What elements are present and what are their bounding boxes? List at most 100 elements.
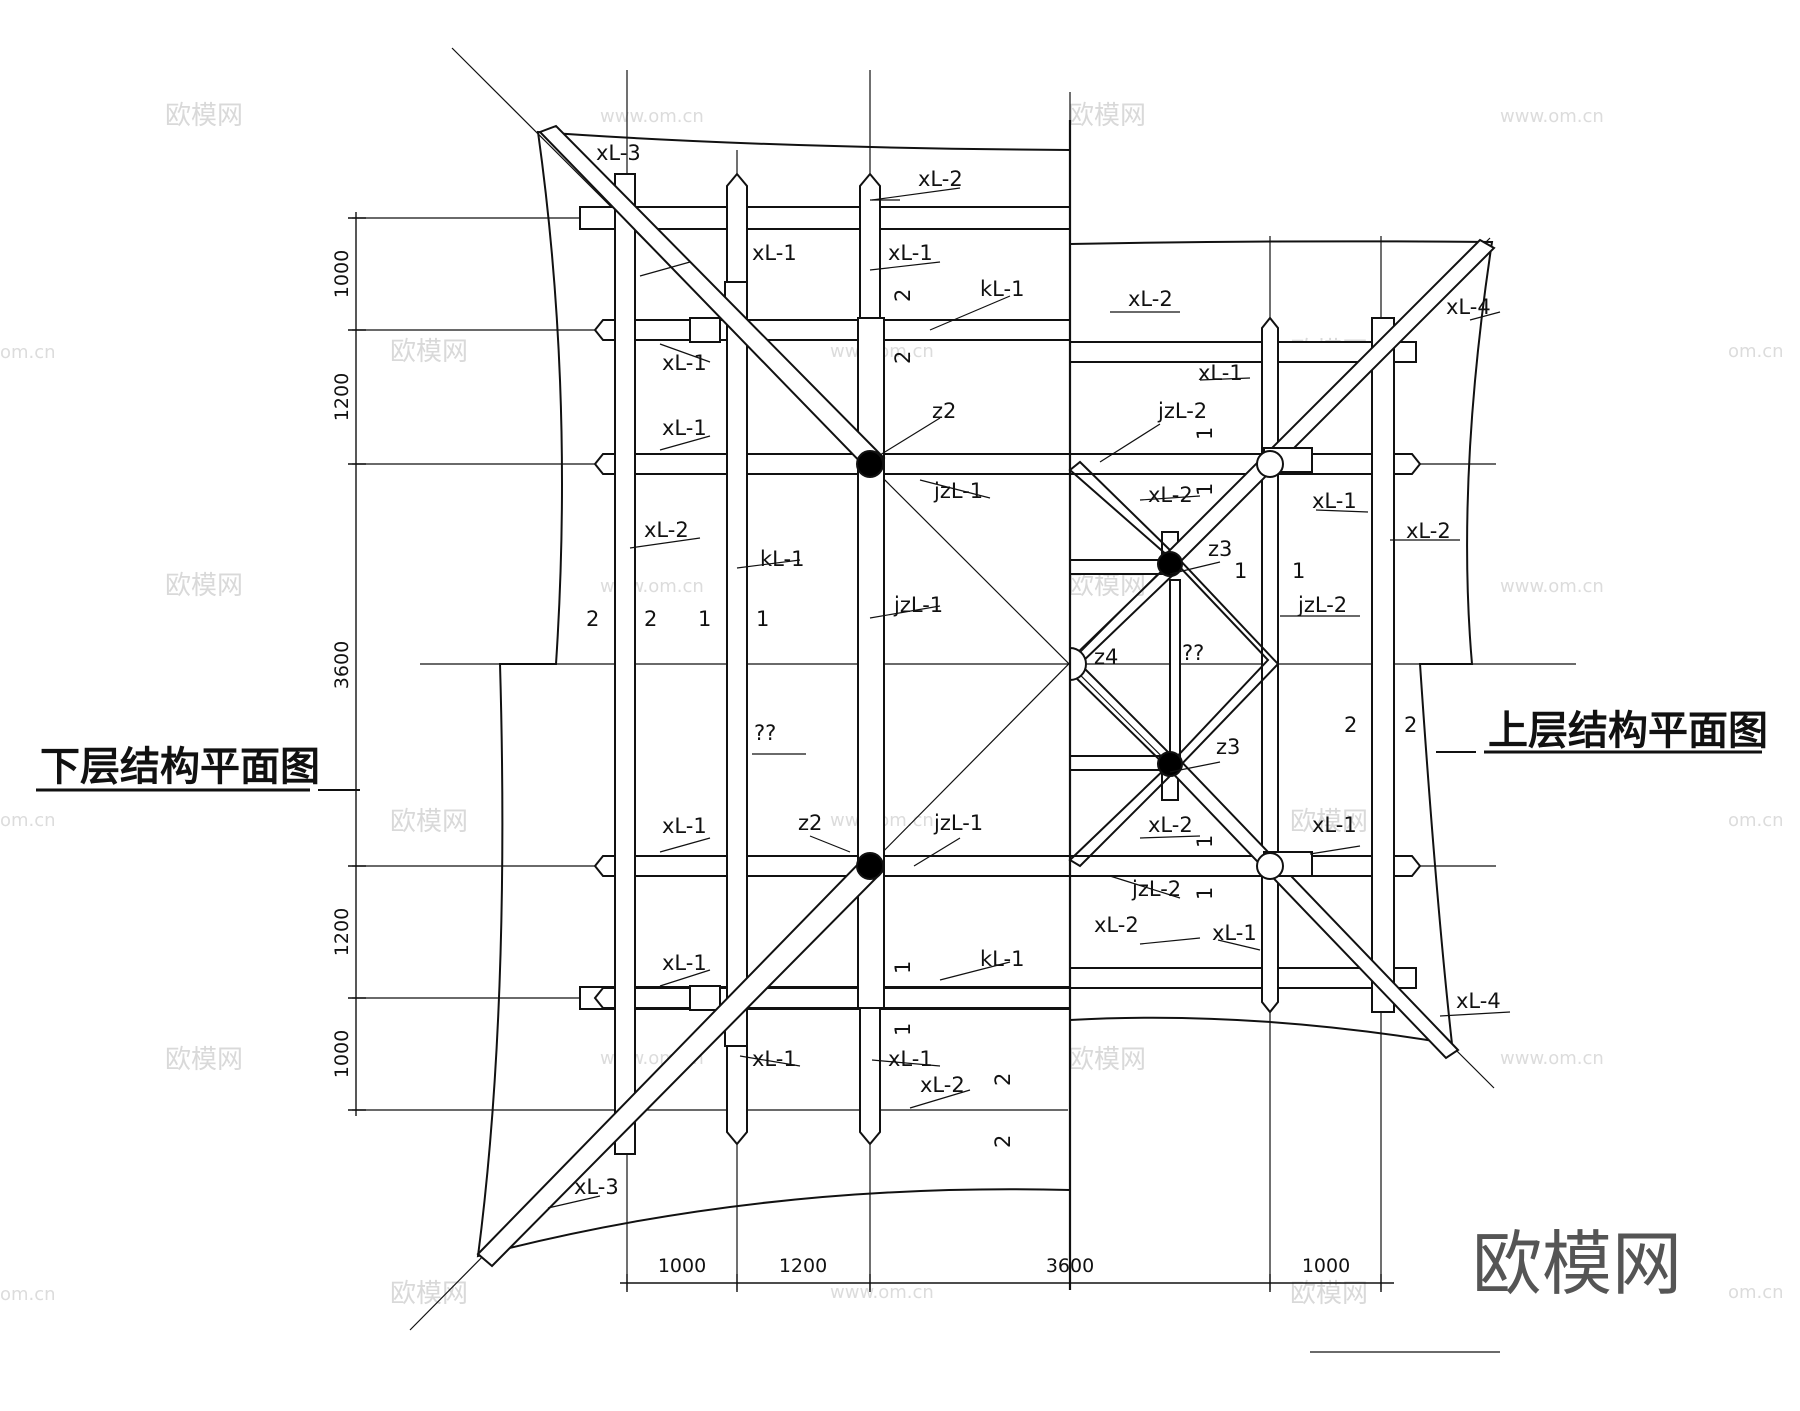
dim-bottom-4: 1000 (1302, 1255, 1350, 1277)
label-kl1-top: kL-1 (980, 277, 1024, 301)
dimension-lines (348, 212, 1394, 1292)
label-xl3-top: xL-3 (596, 141, 641, 165)
label-xl1-c: xL-1 (662, 351, 707, 375)
watermark-cn: 欧模网 (1068, 571, 1146, 601)
watermark-url: om.cn (1728, 810, 1784, 831)
watermark-cn: 欧模网 (1068, 101, 1146, 131)
label-xl1-g: xL-1 (752, 1047, 797, 1071)
dim-bottom-2: 1200 (779, 1255, 827, 1277)
watermark-url: om.cn (0, 342, 56, 363)
upper-plan-title: 上层结构平面图 (1488, 708, 1768, 754)
section-mark: 2 (1344, 713, 1357, 737)
label-xl1-a: xL-1 (752, 241, 797, 265)
label-xl1-h: xL-1 (888, 1047, 933, 1071)
section-mark: 1 (891, 1023, 915, 1036)
label-z2-bot: z2 (798, 811, 822, 835)
drawing-titles: 下层结构平面图 上层结构平面图 (36, 708, 1768, 792)
section-mark: 2 (586, 607, 599, 631)
label-xl1-f: xL-1 (662, 951, 707, 975)
label-xl4-bot: xL-4 (1456, 989, 1501, 1013)
dim-bottom-1: 1000 (658, 1255, 706, 1277)
label-xl1-b: xL-1 (888, 241, 933, 265)
watermark-url: www.om.cn (830, 1282, 934, 1303)
label-jzl1-top: jzL-1 (933, 479, 983, 503)
label-z2-top: z2 (932, 399, 956, 423)
dim-left-3: 3600 (331, 641, 353, 689)
label-jzl1-bot: jzL-1 (933, 811, 983, 835)
section-mark: 1 (1292, 559, 1305, 583)
label-xl1-d: xL-1 (662, 416, 707, 440)
section-mark: 1 (1193, 427, 1217, 440)
label-kl1-bot: kL-1 (980, 947, 1024, 971)
dim-left-1: 1000 (331, 250, 353, 298)
lower-level-beams (476, 124, 1071, 1268)
leader-lines (547, 187, 1511, 1353)
label-xl1-e: xL-1 (662, 814, 707, 838)
label-jzl2-bot: jzL-2 (1131, 877, 1181, 901)
label-xl1-r1: xL-1 (1198, 361, 1243, 385)
section-marks: 2 2 1 1 2 2 2 2 1 1 1 1 2 2 1 1 1 1 (586, 289, 1417, 1148)
label-xl1-r4: xL-1 (1212, 921, 1257, 945)
watermark-cn: 欧模网 (1068, 1045, 1146, 1075)
watermark-layer: 欧模网 www.om.cn 欧模网 www.om.cn om.cn 欧模网 ww… (0, 101, 1784, 1309)
watermark-url: www.om.cn (1500, 1048, 1604, 1069)
watermark-cn: 欧模网 (1290, 1279, 1368, 1309)
label-xl2-bot: xL-2 (920, 1073, 965, 1097)
watermark-cn: 欧模网 (390, 807, 468, 837)
section-mark: 1 (1234, 559, 1247, 583)
dim-left-2: 1200 (331, 373, 353, 421)
section-mark: 2 (644, 607, 657, 631)
watermark-url: om.cn (0, 810, 56, 831)
lower-plan-title: 下层结构平面图 (40, 744, 320, 790)
dimension-labels: 1000 1200 3600 1200 1000 1000 1200 3600 … (331, 250, 1350, 1277)
section-mark: 1 (1193, 887, 1217, 900)
label-xl2-r5: xL-2 (1094, 913, 1139, 937)
watermark-url: om.cn (1728, 1282, 1784, 1303)
section-mark: 1 (1193, 483, 1217, 496)
brand-logo-text: 欧模网 (1472, 1223, 1682, 1305)
label-xl2-r2: xL-2 (1148, 483, 1193, 507)
label-xl1-r2: xL-1 (1312, 489, 1357, 513)
beam-labels: xL-3 xL-2 xL-1 xL-1 kL-1 xL-1 xL-1 z2 jz… (574, 141, 1501, 1199)
label-jzl1-mid: jzL-1 (893, 593, 943, 617)
label-jzl2-mid: jzL-2 (1297, 593, 1347, 617)
watermark-cn: 欧模网 (390, 337, 468, 367)
dim-bottom-3: 3600 (1046, 1255, 1094, 1277)
label-xl2-top: xL-2 (918, 167, 963, 191)
dim-left-5: 1000 (331, 1030, 353, 1078)
section-mark: 2 (891, 351, 915, 364)
watermark-cn: 欧模网 (165, 1045, 243, 1075)
label-xl3-bot: xL-3 (574, 1175, 619, 1199)
label-qq-right: ?? (1182, 641, 1204, 665)
section-mark: 2 (1404, 713, 1417, 737)
section-mark: 1 (698, 607, 711, 631)
watermark-url: om.cn (0, 1284, 56, 1305)
watermark-url: www.om.cn (600, 106, 704, 127)
label-xl2-r4: xL-2 (1148, 813, 1193, 837)
watermark-url: www.om.cn (1500, 106, 1604, 127)
watermark-cn: 欧模网 (165, 101, 243, 131)
section-mark: 2 (991, 1073, 1015, 1086)
label-qq-left: ?? (754, 721, 776, 745)
section-mark: 2 (891, 289, 915, 302)
section-mark: 1 (891, 961, 915, 974)
label-z4: z4 (1094, 645, 1118, 669)
upper-level-beams (1068, 120, 1496, 1290)
label-kl1-mid: kL-1 (760, 547, 804, 571)
section-mark: 1 (756, 607, 769, 631)
section-mark: 2 (991, 1135, 1015, 1148)
label-xl2-r1: xL-2 (1128, 287, 1173, 311)
watermark-url: www.om.cn (1500, 576, 1604, 597)
label-jzl2-top: jzL-2 (1157, 399, 1207, 423)
label-xl2-r3: xL-2 (1406, 519, 1451, 543)
label-xl1-r3: xL-1 (1312, 813, 1357, 837)
label-xl4-top: xL-4 (1446, 295, 1491, 319)
watermark-url: om.cn (1728, 341, 1784, 362)
watermark-cn: 欧模网 (1290, 807, 1368, 837)
label-z3-top: z3 (1208, 537, 1232, 561)
label-xl2-left: xL-2 (644, 518, 689, 542)
label-z3-bot: z3 (1216, 735, 1240, 759)
watermark-cn: 欧模网 (165, 571, 243, 601)
section-mark: 1 (1193, 835, 1217, 848)
